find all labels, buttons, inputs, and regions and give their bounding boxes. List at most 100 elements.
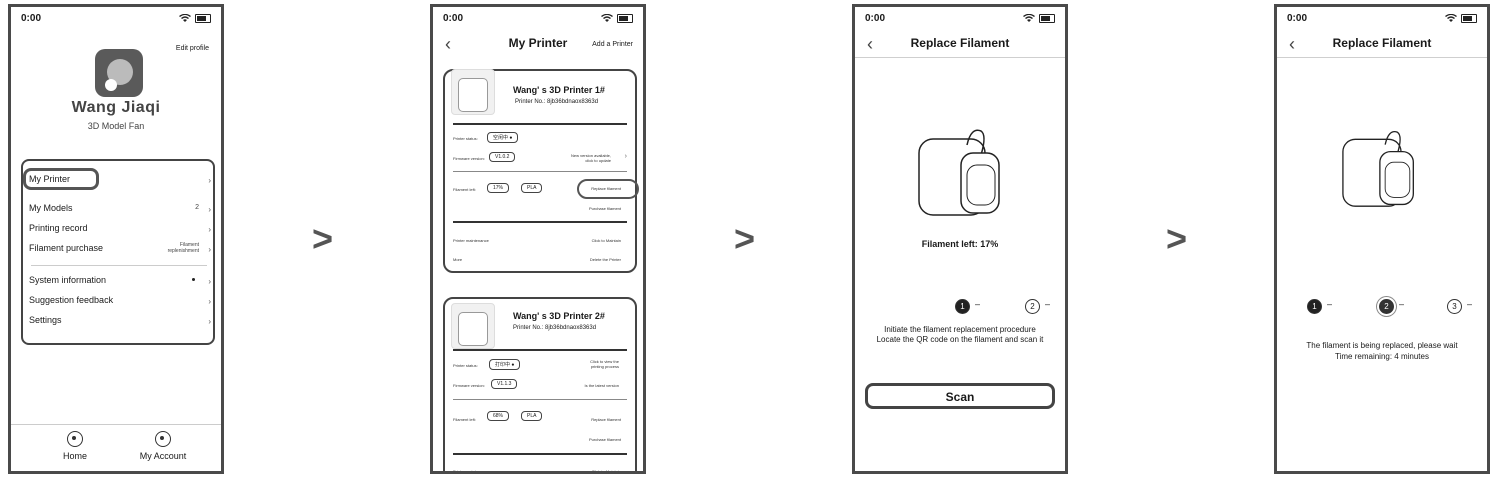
purchase-filament-link[interactable]: Purchase filament bbox=[588, 206, 621, 211]
chevron-right-icon: › bbox=[208, 297, 211, 306]
printer-thumbnail bbox=[451, 69, 495, 115]
status-label: Printer status: bbox=[453, 136, 478, 141]
account-icon bbox=[155, 431, 171, 447]
status-time: 0:00 bbox=[865, 13, 886, 24]
back-chevron-icon[interactable]: ‹ bbox=[445, 34, 451, 54]
menu-item-settings[interactable]: Settings › bbox=[29, 312, 211, 328]
printer-card-2[interactable]: Wang' s 3D Printer 2# Printer No.: 8jb36… bbox=[443, 297, 637, 474]
wifi-icon bbox=[1023, 14, 1035, 22]
scan-button[interactable]: Scan bbox=[865, 383, 1055, 409]
status-note-line2: printing process bbox=[590, 364, 619, 369]
status-bar: 0:00 bbox=[21, 13, 211, 27]
chevron-right-icon: › bbox=[208, 176, 211, 185]
printer-illustration bbox=[1342, 131, 1414, 207]
step-connector: – bbox=[975, 299, 981, 309]
filament-pct-pill: 17% bbox=[487, 183, 510, 193]
menu-item-printing-record[interactable]: Printing record › bbox=[29, 220, 211, 236]
time-remaining: Time remaining: 4 minutes bbox=[1335, 352, 1429, 361]
models-count: 2 bbox=[195, 204, 199, 211]
flow-arrow: > bbox=[312, 218, 334, 259]
profile-menu bbox=[21, 159, 215, 345]
nav-bar: ‹ Replace Filament bbox=[855, 33, 1065, 58]
filament-left: Filament left: 17% bbox=[921, 239, 999, 249]
printer-thumbnail bbox=[451, 303, 495, 349]
profile-screen: 0:00 Edit profile Wang Jiaqi 3D Model Fa… bbox=[8, 4, 224, 474]
nav-bar: ‹ My Printer Add a Printer bbox=[433, 33, 643, 57]
step-3-indicator: 3 bbox=[1447, 299, 1462, 314]
menu-item-label: My Models bbox=[29, 203, 73, 213]
step-connector: – bbox=[1045, 299, 1051, 309]
wifi-icon bbox=[601, 14, 613, 22]
chevron-right-icon: › bbox=[208, 245, 211, 254]
status-pill: 打印中 ● bbox=[489, 359, 521, 370]
edit-profile-link[interactable]: Edit profile bbox=[175, 45, 209, 52]
instruction-text: Initiate the filament replacement proced… bbox=[876, 325, 1044, 344]
purchase-filament-link[interactable]: Purchase filament bbox=[588, 437, 621, 442]
flow-arrow: > bbox=[1166, 218, 1188, 259]
tab-home[interactable]: Home bbox=[35, 431, 115, 461]
menu-item-my-printer[interactable]: My Printer › bbox=[29, 171, 211, 187]
firmware-note[interactable]: New version available,click to update bbox=[571, 153, 611, 163]
maintain-link[interactable]: Click to Maintain bbox=[591, 469, 621, 474]
printer-number: Printer No.: 8jb36bdnaox8363d bbox=[513, 325, 597, 331]
filament-pct-pill: 68% bbox=[487, 411, 510, 421]
filament-meta-line2: replenishment bbox=[167, 248, 199, 254]
page-title: Replace Filament bbox=[1332, 36, 1432, 50]
menu-item-system-information[interactable]: System information › bbox=[29, 272, 211, 288]
avatar[interactable] bbox=[95, 49, 143, 97]
home-icon bbox=[67, 431, 83, 447]
menu-item-label: System information bbox=[29, 275, 107, 285]
delete-printer-link[interactable]: Delete the Printer bbox=[589, 257, 621, 262]
card-divider bbox=[453, 349, 627, 351]
maintain-link[interactable]: Click to Maintain bbox=[591, 238, 621, 243]
replace-filament-link[interactable]: Replace filament bbox=[591, 186, 621, 191]
card-divider bbox=[453, 453, 627, 455]
printer-card-1[interactable]: Wang' s 3D Printer 1# Printer No.: 8jb36… bbox=[443, 69, 639, 273]
filament-label: Filament left: bbox=[453, 187, 476, 192]
firmware-note-line1: New version available, bbox=[570, 153, 611, 158]
maintenance-label: Printer maintenance bbox=[453, 238, 489, 243]
maintenance-label: Printer maintenance bbox=[453, 469, 489, 474]
notification-dot bbox=[192, 272, 199, 288]
menu-item-suggestion-feedback[interactable]: Suggestion feedback › bbox=[29, 292, 211, 308]
nav-bar: ‹ Replace Filament bbox=[1277, 33, 1487, 58]
card-divider bbox=[453, 171, 627, 172]
status-bar: 0:00 bbox=[1287, 13, 1477, 27]
battery-icon bbox=[617, 14, 633, 23]
tab-bar: Home My Account bbox=[11, 424, 221, 471]
status-time: 0:00 bbox=[1287, 13, 1308, 24]
status-bar: 0:00 bbox=[443, 13, 633, 27]
firmware-note-line2: click to update bbox=[585, 158, 611, 163]
progress-message: The filament is being replaced, please w… bbox=[1306, 341, 1458, 350]
printer-illustration bbox=[918, 129, 1000, 216]
back-chevron-icon[interactable]: ‹ bbox=[867, 34, 873, 54]
battery-icon bbox=[195, 14, 211, 23]
card-divider bbox=[453, 123, 627, 125]
page-title: Replace Filament bbox=[910, 36, 1010, 50]
replace-filament-link[interactable]: Replace filament bbox=[591, 417, 621, 422]
menu-item-label: Printing record bbox=[29, 223, 88, 233]
printer-number: Printer No.: 8jb36bdnaox8363d bbox=[515, 99, 599, 105]
step-2-indicator: 2 bbox=[1025, 299, 1040, 314]
menu-item-label: Suggestion feedback bbox=[29, 295, 114, 305]
step-1-indicator: 1 bbox=[1307, 299, 1322, 314]
tab-my-account[interactable]: My Account bbox=[123, 431, 203, 461]
filament-type-pill: PLA bbox=[521, 411, 543, 421]
menu-divider bbox=[31, 265, 207, 266]
add-printer-button[interactable]: Add a Printer bbox=[592, 41, 633, 48]
menu-item-my-models[interactable]: My Models 2 › bbox=[29, 200, 211, 216]
battery-icon bbox=[1461, 14, 1477, 23]
back-chevron-icon[interactable]: ‹ bbox=[1289, 34, 1295, 54]
replace-filament-progress-screen: 0:00 ‹ Replace Filament 1 – 2 – 3 – The … bbox=[1274, 4, 1490, 474]
tab-label: My Account bbox=[139, 451, 187, 461]
user-subtitle: 3D Model Fan bbox=[87, 121, 145, 131]
user-name: Wang Jiaqi bbox=[71, 99, 161, 116]
filament-type-pill: PLA bbox=[521, 183, 543, 193]
replace-filament-scan-screen: 0:00 ‹ Replace Filament Filament left: 1… bbox=[852, 4, 1068, 474]
status-time: 0:00 bbox=[443, 13, 464, 24]
more-label: More bbox=[453, 257, 463, 262]
chevron-right-icon: › bbox=[208, 225, 211, 234]
